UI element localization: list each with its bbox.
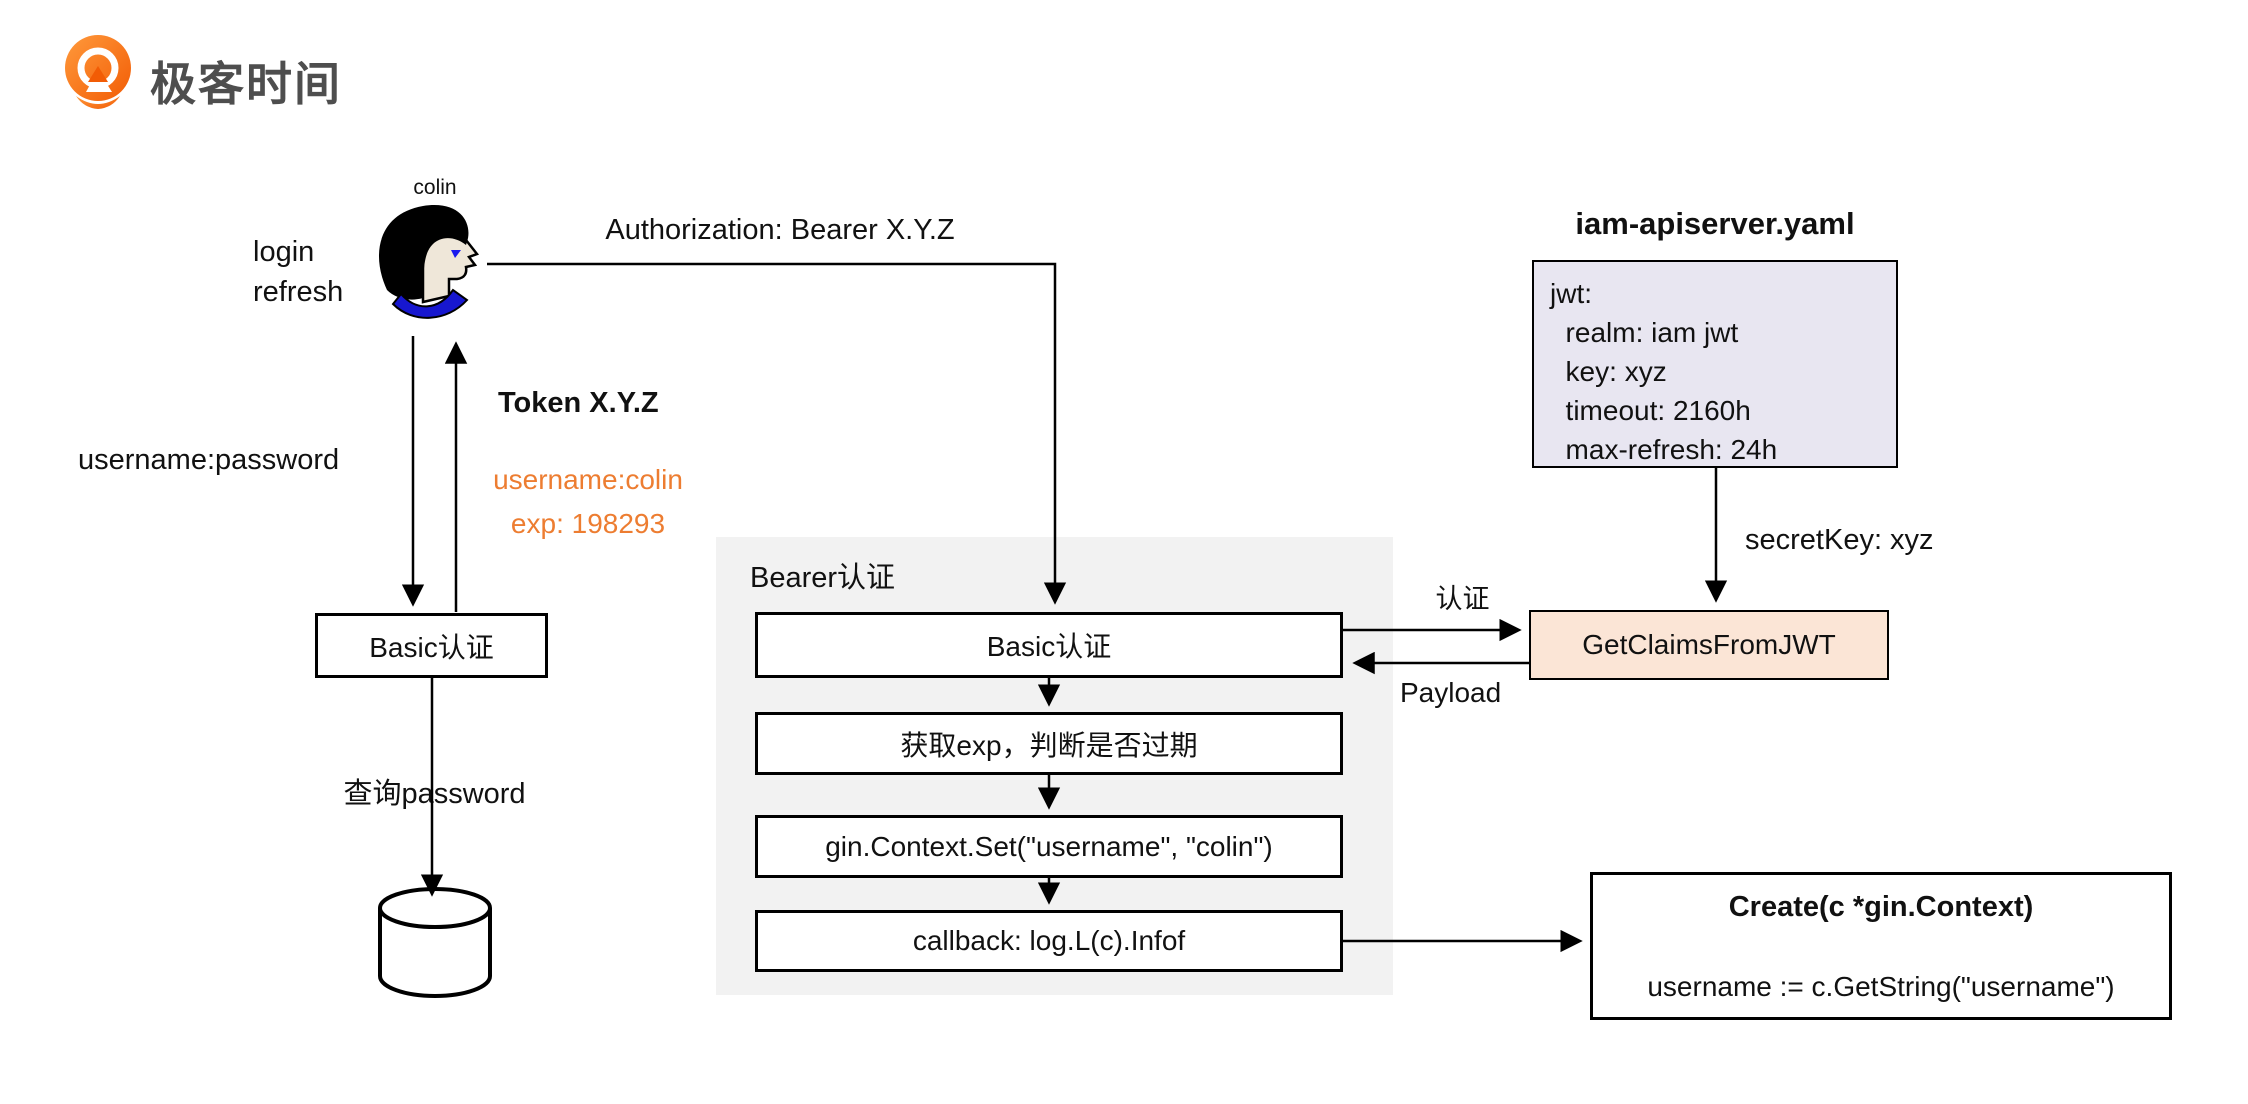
username-password-label: username:password (78, 444, 340, 476)
authorization-header-label: Authorization: Bearer X.Y.Z (605, 214, 955, 246)
bearer-step-context-set: gin.Context.Set("username", "colin") (755, 815, 1343, 878)
cfg-line-realm: realm: iam jwt (1550, 317, 1739, 348)
database-icon (368, 884, 502, 1002)
secret-key-label: secretKey: xyz (1745, 524, 1934, 556)
get-claims-from-jwt-box: GetClaimsFromJWT (1529, 610, 1889, 680)
person-icon (373, 198, 491, 336)
basic-auth-box: Basic认证 (315, 613, 548, 678)
bearer-step-callback: callback: log.L(c).Infof (755, 910, 1343, 972)
bearer-group-title: Bearer认证 (750, 562, 896, 594)
cfg-line-max-refresh: max-refresh: 24h (1550, 434, 1778, 465)
bearer-step-basic-auth: Basic认证 (755, 612, 1343, 678)
config-yaml-box: jwt: realm: iam jwt key: xyz timeout: 21… (1532, 260, 1898, 468)
config-file-title: iam-apiserver.yaml (1575, 206, 1855, 241)
actor-name-label: colin (413, 176, 457, 199)
create-handler-body: username := c.GetString("username") (1647, 971, 2115, 1002)
cfg-line-timeout: timeout: 2160h (1550, 395, 1751, 426)
create-handler-title: Create(c *gin.Context) (1728, 891, 2034, 923)
geektime-logo-text: 极客时间 (150, 58, 342, 110)
query-password-label: 查询password (343, 778, 526, 810)
token-claims-label: username:colin exp: 198293 (458, 458, 718, 546)
claim-exp: exp: 198293 (510, 508, 666, 539)
create-handler-box: Create(c *gin.Context) username := c.Get… (1590, 872, 2172, 1020)
claim-username: username:colin (493, 464, 683, 495)
actor-actions-label: login refresh (253, 232, 343, 312)
cfg-line-jwt: jwt: (1550, 278, 1592, 309)
auth-arrow-label: 认证 (1435, 584, 1490, 614)
action-refresh: refresh (253, 276, 344, 308)
token-label: Token X.Y.Z (498, 387, 659, 419)
payload-arrow-label: Payload (1400, 677, 1502, 708)
geektime-logo-icon (58, 32, 138, 114)
bearer-step-check-exp: 获取exp，判断是否过期 (755, 712, 1343, 775)
cfg-line-key: key: xyz (1550, 356, 1667, 387)
action-login: login (253, 236, 315, 268)
